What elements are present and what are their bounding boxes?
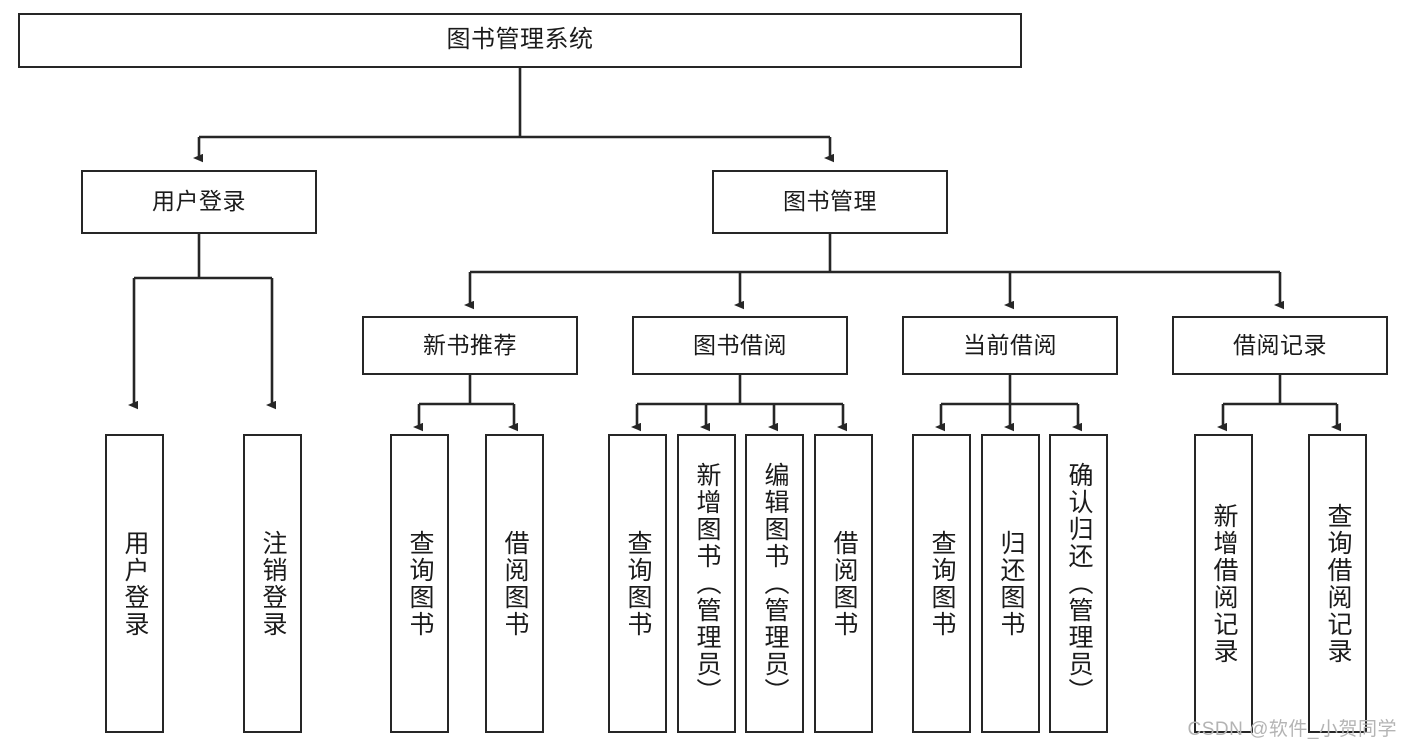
leaf-add-borrow-record[interactable]: 新增借阅记录 — [1194, 434, 1253, 733]
node-label: 查询借阅记录 — [1324, 502, 1352, 665]
node-label: 借阅记录 — [1233, 331, 1327, 358]
leaf-logout[interactable]: 注销登录 — [243, 434, 302, 733]
node-label: 图书管理 — [783, 188, 877, 215]
csdn-watermark: CSDN @软件_小贺同学 — [1187, 719, 1397, 740]
leaf-user-login[interactable]: 用户登录 — [105, 434, 164, 733]
leaf-confirm-return-admin[interactable]: 确认归还（管理员） — [1049, 434, 1108, 733]
node-label: 归还图书 — [997, 529, 1025, 638]
node-root[interactable]: 图书管理系统 — [18, 13, 1022, 68]
leaf-query-book-recommend[interactable]: 查询图书 — [390, 434, 449, 733]
node-new-book-recommend[interactable]: 新书推荐 — [362, 316, 578, 375]
node-label: 用户登录 — [121, 529, 149, 638]
leaf-return-book[interactable]: 归还图书 — [981, 434, 1040, 733]
node-book-management[interactable]: 图书管理 — [712, 170, 948, 234]
node-label: 新书推荐 — [423, 331, 517, 358]
node-label: 新增借阅记录 — [1210, 502, 1238, 665]
node-label: 图书管理系统 — [446, 26, 594, 54]
leaf-borrow-book[interactable]: 借阅图书 — [814, 434, 873, 733]
node-label: 查询图书 — [928, 529, 956, 638]
leaf-query-book-current[interactable]: 查询图书 — [912, 434, 971, 733]
node-user-login[interactable]: 用户登录 — [81, 170, 317, 234]
node-label: 当前借阅 — [963, 331, 1057, 358]
node-label: 确认归还（管理员） — [1065, 462, 1093, 705]
leaf-borrow-book-recommend[interactable]: 借阅图书 — [485, 434, 544, 733]
node-borrow-record[interactable]: 借阅记录 — [1172, 316, 1388, 375]
leaf-add-book-admin[interactable]: 新增图书（管理员） — [677, 434, 736, 733]
node-label: 查询图书 — [624, 529, 652, 638]
node-book-borrow[interactable]: 图书借阅 — [632, 316, 848, 375]
node-label: 注销登录 — [259, 529, 287, 638]
node-label: 借阅图书 — [830, 529, 858, 638]
node-label: 新增图书（管理员） — [693, 462, 721, 705]
node-label: 借阅图书 — [501, 529, 529, 638]
leaf-query-borrow-record[interactable]: 查询借阅记录 — [1308, 434, 1367, 733]
leaf-query-book-borrow[interactable]: 查询图书 — [608, 434, 667, 733]
node-label: 用户登录 — [152, 188, 246, 215]
node-label: 查询图书 — [406, 529, 434, 638]
node-current-borrow[interactable]: 当前借阅 — [902, 316, 1118, 375]
node-label: 图书借阅 — [693, 331, 787, 358]
node-label: 编辑图书（管理员） — [761, 462, 789, 705]
leaf-edit-book-admin[interactable]: 编辑图书（管理员） — [745, 434, 804, 733]
